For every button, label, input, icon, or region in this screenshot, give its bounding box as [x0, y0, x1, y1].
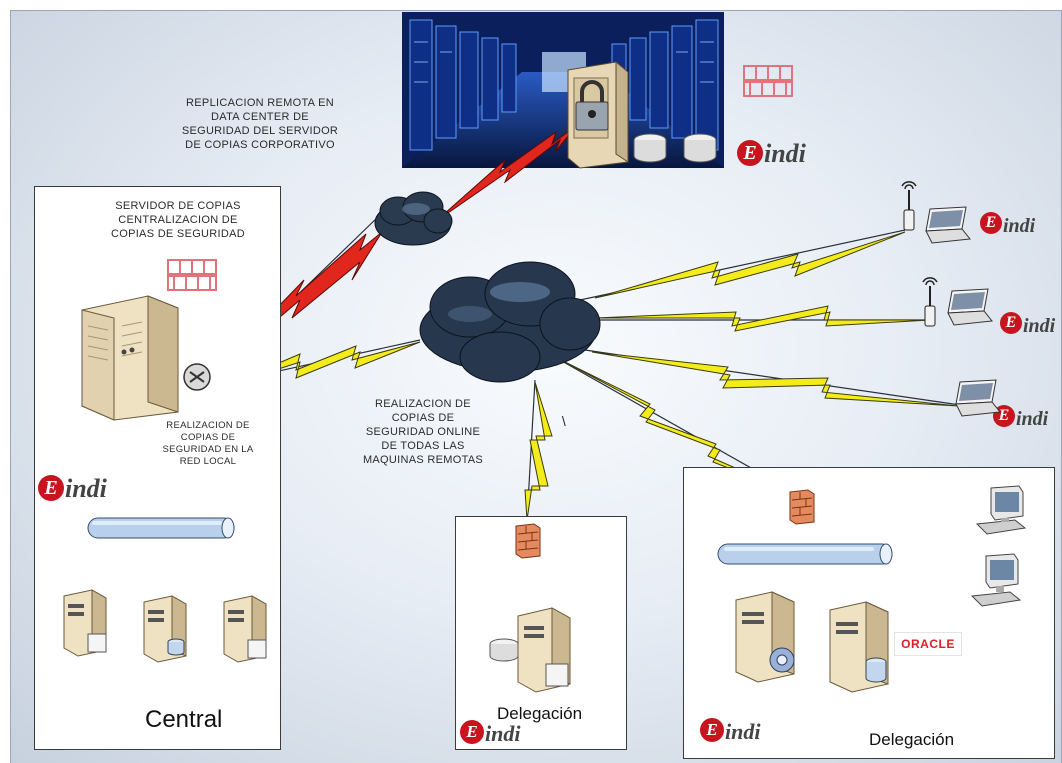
cloud-icon — [374, 191, 453, 246]
tower-server-icon — [829, 601, 889, 693]
network-bus-icon — [717, 543, 893, 565]
desktop-pc-icon — [975, 485, 1027, 535]
remote-replication-label: REPLICACION REMOTA EN DATA CENTER DE SEG… — [181, 97, 339, 151]
cloud-icon — [419, 261, 601, 383]
backup-server-label: SERVIDOR DE COPIAS CENTRALIZACION DE COP… — [110, 200, 246, 240]
wireless-antenna-icon — [922, 277, 938, 327]
oracle-logo: ORACLE — [894, 632, 962, 656]
local-copies-label: REALIZACION DE COPIAS DE SEGURIDAD EN LA… — [162, 420, 254, 467]
tower-server-icon — [143, 595, 187, 663]
tower-server-icon — [735, 591, 795, 683]
wireless-antenna-icon — [901, 181, 917, 231]
tower-server-icon — [81, 295, 179, 421]
tower-server-icon — [63, 589, 107, 657]
network-bus-icon — [87, 517, 235, 539]
central-site-box — [34, 186, 281, 750]
laptop-icon — [955, 379, 1001, 417]
central-site-title: Central — [145, 706, 223, 733]
delegacion1-site-title: Delegación — [497, 704, 583, 723]
router-icon — [183, 363, 211, 391]
online-copies-label: REALIZACION DE COPIAS DE SEGURIDAD ONLIN… — [362, 398, 484, 466]
desktop-pc-icon — [970, 553, 1022, 607]
brick-wall-icon — [167, 259, 217, 291]
brick-wall-icon — [743, 65, 793, 97]
datacenter-photo — [402, 12, 724, 168]
server-lock-icon — [567, 60, 629, 169]
disk-icon — [633, 133, 667, 163]
firewall-icon — [515, 523, 541, 559]
delegacion2-site-title: Delegación — [869, 730, 955, 749]
laptop-icon — [925, 206, 971, 244]
disk-icon — [683, 133, 717, 163]
laptop-icon — [947, 288, 993, 326]
firewall-icon — [789, 489, 815, 525]
tower-server-icon — [223, 595, 267, 663]
stray-mark: \ — [561, 413, 567, 429]
tower-server-icon — [489, 607, 571, 693]
